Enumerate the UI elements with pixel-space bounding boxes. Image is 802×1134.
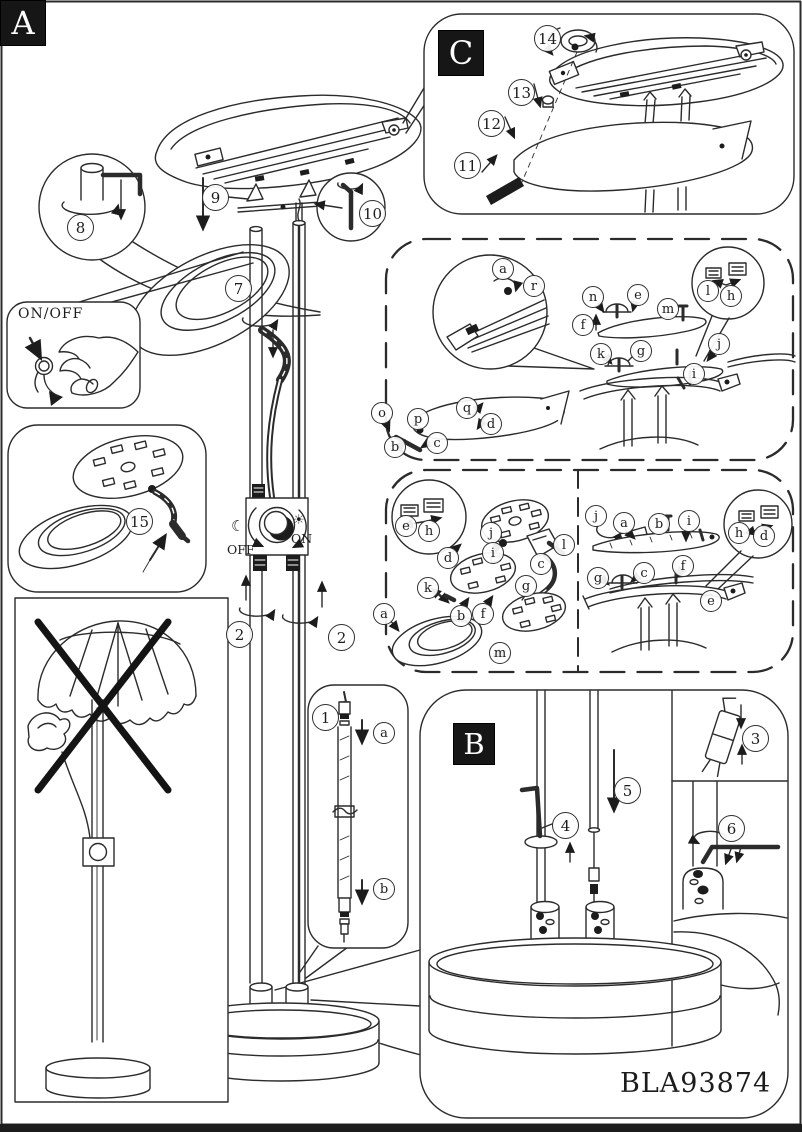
- step-12-marker: 12: [478, 110, 505, 137]
- part-f-marker-ll: f: [472, 603, 494, 625]
- step8-magnifier: [38, 153, 321, 317]
- panel-c: [423, 13, 795, 215]
- lower-exploded-panels: [384, 468, 795, 674]
- part-c-marker-mid: c: [426, 432, 448, 454]
- step-7-marker: 7: [225, 275, 252, 302]
- part-a-marker-cable: a: [373, 722, 395, 744]
- step-2-marker-left: 2: [226, 621, 253, 648]
- step-13-marker: 13: [508, 79, 535, 106]
- section-a-box: A: [0, 0, 46, 46]
- part-k-marker-ll: k: [417, 577, 439, 599]
- part-j-marker-lr: j: [585, 505, 607, 527]
- reading-head-service-inset: [7, 424, 207, 593]
- power-switch-inset: [6, 251, 254, 409]
- floor-base: [182, 949, 549, 1090]
- part-c-marker-lr: c: [633, 562, 655, 584]
- part-g-marker-ll: g: [515, 575, 537, 597]
- step-14-marker: 14: [534, 25, 561, 52]
- part-a-marker-lr: a: [613, 512, 635, 534]
- dimmer-switch: [245, 484, 309, 571]
- section-b-box: B: [453, 723, 495, 765]
- part-e-marker-lr: e: [700, 590, 722, 612]
- part-g-marker-lr: g: [587, 567, 609, 589]
- lower-left-exploded: [388, 479, 567, 667]
- step-15-marker: 15: [126, 508, 153, 535]
- part-i-marker-lr: i: [678, 510, 700, 532]
- part-f-marker-lr: f: [672, 555, 694, 577]
- part-d-marker-mid: d: [480, 413, 502, 435]
- step-6-marker: 6: [718, 815, 745, 842]
- step-10-marker: 10: [359, 200, 386, 227]
- part-n-marker-mid: n: [582, 286, 604, 308]
- part-b-marker-ll: b: [450, 605, 472, 627]
- step-11-marker: 11: [454, 152, 481, 179]
- part-r-marker-mid: r: [523, 275, 545, 297]
- part-a-marker-ll: a: [373, 603, 395, 625]
- part-h-marker-lr: h: [728, 522, 750, 544]
- part-b-marker-mid: b: [384, 436, 406, 458]
- part-h-marker-mid: h: [720, 285, 742, 307]
- part-b-marker-cable: b: [373, 878, 395, 900]
- part-k-marker-mid: k: [590, 343, 612, 365]
- section-c-box: C: [438, 30, 484, 76]
- step-2-marker-right: 2: [328, 624, 355, 651]
- step-3-marker: 3: [742, 725, 769, 752]
- part-m-marker-ll: m: [489, 642, 511, 664]
- part-h-marker-ll: h: [418, 520, 440, 542]
- section-b-label: B: [463, 727, 485, 761]
- part-b-marker-lr: b: [648, 513, 670, 535]
- sun-icon: ☀: [293, 513, 305, 528]
- part-c-marker-ll: c: [530, 553, 552, 575]
- part-j-marker-mid: j: [708, 333, 730, 355]
- step-1-marker: 1: [312, 704, 339, 731]
- part-a-marker-mid: a: [492, 258, 514, 280]
- part-j-marker-ll: j: [480, 522, 502, 544]
- section-c-label: C: [448, 34, 474, 72]
- dimmer-on-label: ON: [291, 531, 313, 546]
- uplighter-bowl: [154, 94, 422, 190]
- part-e-marker-ll: e: [395, 515, 417, 537]
- moon-icon: ☾: [231, 517, 245, 535]
- step-5-marker: 5: [614, 777, 641, 804]
- step-8-marker: 8: [67, 214, 94, 241]
- dimmer-off-label: OFF: [227, 542, 255, 557]
- part-o-marker-mid: o: [371, 402, 393, 424]
- part-l-marker-ll: l: [553, 534, 575, 556]
- part-m-marker-mid: m: [657, 298, 679, 320]
- step-9-marker: 9: [202, 184, 229, 211]
- section-a-label: A: [11, 4, 35, 42]
- part-i-marker-ll: i: [482, 542, 504, 564]
- part-p-marker-mid: p: [407, 408, 429, 430]
- no-cover-warning: [14, 597, 229, 1103]
- panel-b: [419, 689, 789, 1119]
- poles: [249, 198, 306, 988]
- step2-arrows: [238, 574, 328, 629]
- part-q-marker-mid: q: [456, 397, 478, 419]
- part-f-marker-mid: f: [572, 314, 594, 336]
- part-l-marker-mid: l: [697, 280, 719, 302]
- step-4-marker: 4: [552, 812, 579, 839]
- part-i-marker-mid: i: [683, 363, 705, 385]
- product-code: BLA93874: [620, 1068, 772, 1099]
- part-g-marker-mid: g: [630, 340, 652, 362]
- part-e-marker-mid: e: [627, 284, 649, 306]
- on-off-label: ON/OFF: [18, 306, 84, 322]
- part-d-marker-lr: d: [753, 525, 775, 547]
- part-d-marker-ll: d: [437, 547, 459, 569]
